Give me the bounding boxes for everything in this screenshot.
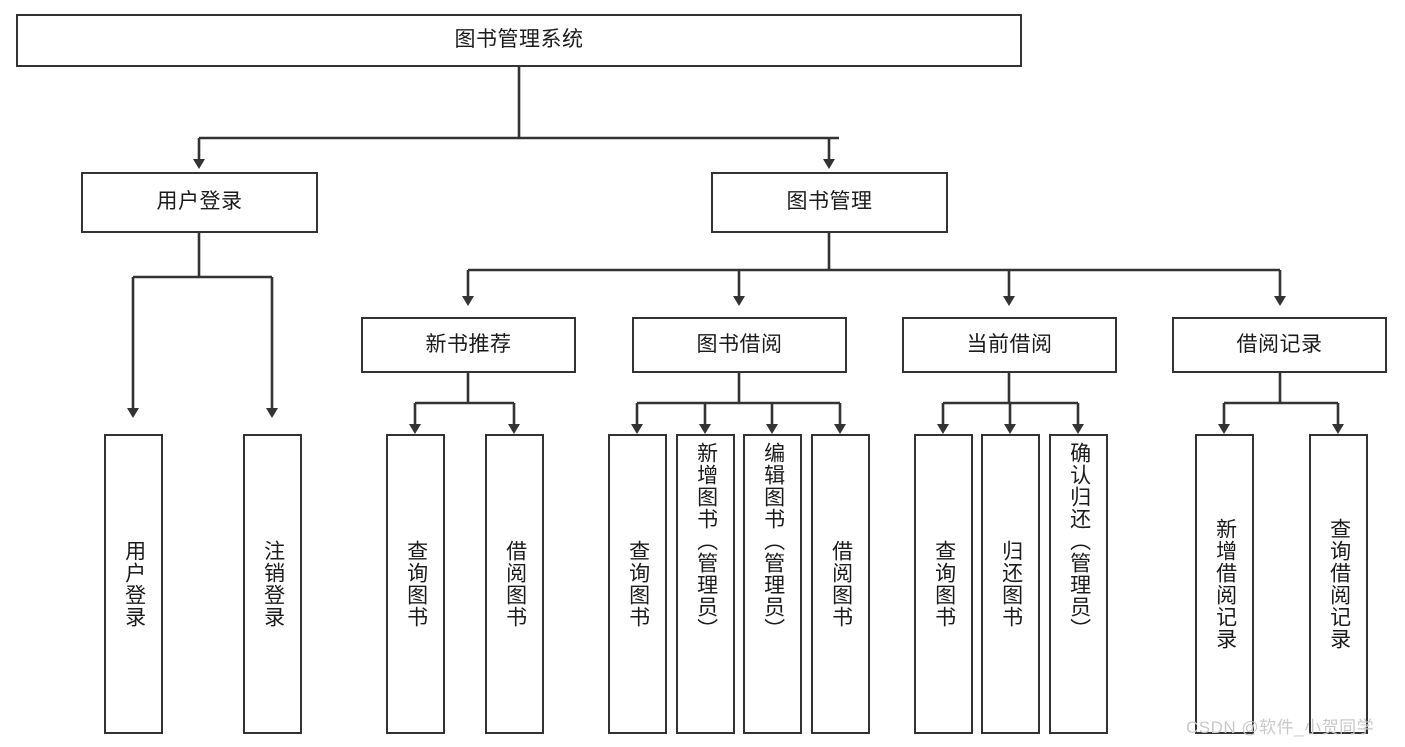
node-new-book-recommend-label: 新书推荐 [425,332,512,356]
csdn-watermark: CSDN @软件_小贺同学 [1186,718,1375,737]
node-leaf-query-book-3[interactable]: 查询图书 [914,434,973,734]
node-borrow-record[interactable]: 借阅记录 [1172,317,1387,373]
node-current-borrow[interactable]: 当前借阅 [902,317,1117,373]
node-root-label: 图书管理系统 [454,28,584,52]
node-leaf-edit-book-label: 编辑图书（管理员） [761,442,785,640]
node-root[interactable]: 图书管理系统 [16,14,1022,67]
node-leaf-user-login[interactable]: 用户登录 [104,434,163,734]
node-leaf-borrow-book-2[interactable]: 借阅图书 [811,434,870,734]
node-user-login-label: 用户登录 [156,190,243,214]
node-user-login[interactable]: 用户登录 [81,172,318,233]
node-leaf-query-record-label: 查询借阅记录 [1327,518,1351,650]
node-new-book-recommend[interactable]: 新书推荐 [361,317,576,373]
node-book-borrow-label: 图书借阅 [696,332,783,356]
node-leaf-add-book-label: 新增图书（管理员） [694,442,718,640]
node-leaf-query-book-2[interactable]: 查询图书 [608,434,667,734]
node-leaf-add-record-label: 新增借阅记录 [1213,518,1237,650]
node-book-manage[interactable]: 图书管理 [711,172,948,233]
node-leaf-add-book[interactable]: 新增图书（管理员） [676,434,735,734]
node-leaf-return-book[interactable]: 归还图书 [981,434,1040,734]
node-leaf-borrow-book-2-label: 借阅图书 [829,540,853,628]
node-leaf-edit-book[interactable]: 编辑图书（管理员） [743,434,802,734]
node-leaf-user-login-label: 用户登录 [122,540,146,628]
node-leaf-borrow-book-1-label: 借阅图书 [503,540,527,628]
node-leaf-user-logout-label: 注销登录 [261,540,285,628]
node-leaf-query-book-1[interactable]: 查询图书 [386,434,445,734]
node-current-borrow-label: 当前借阅 [966,332,1053,356]
node-leaf-query-book-3-label: 查询图书 [932,540,956,628]
node-book-borrow[interactable]: 图书借阅 [632,317,847,373]
node-book-manage-label: 图书管理 [786,190,873,214]
node-leaf-return-book-label: 归还图书 [999,540,1023,628]
node-leaf-query-book-2-label: 查询图书 [626,540,650,628]
node-leaf-confirm-return-label: 确认归还（管理员） [1067,442,1091,640]
node-leaf-confirm-return[interactable]: 确认归还（管理员） [1049,434,1108,734]
node-leaf-query-record[interactable]: 查询借阅记录 [1309,434,1368,734]
node-leaf-query-book-1-label: 查询图书 [404,540,428,628]
node-leaf-borrow-book-1[interactable]: 借阅图书 [485,434,544,734]
node-borrow-record-label: 借阅记录 [1236,332,1323,356]
node-leaf-user-logout[interactable]: 注销登录 [243,434,302,734]
node-leaf-add-record[interactable]: 新增借阅记录 [1195,434,1254,734]
